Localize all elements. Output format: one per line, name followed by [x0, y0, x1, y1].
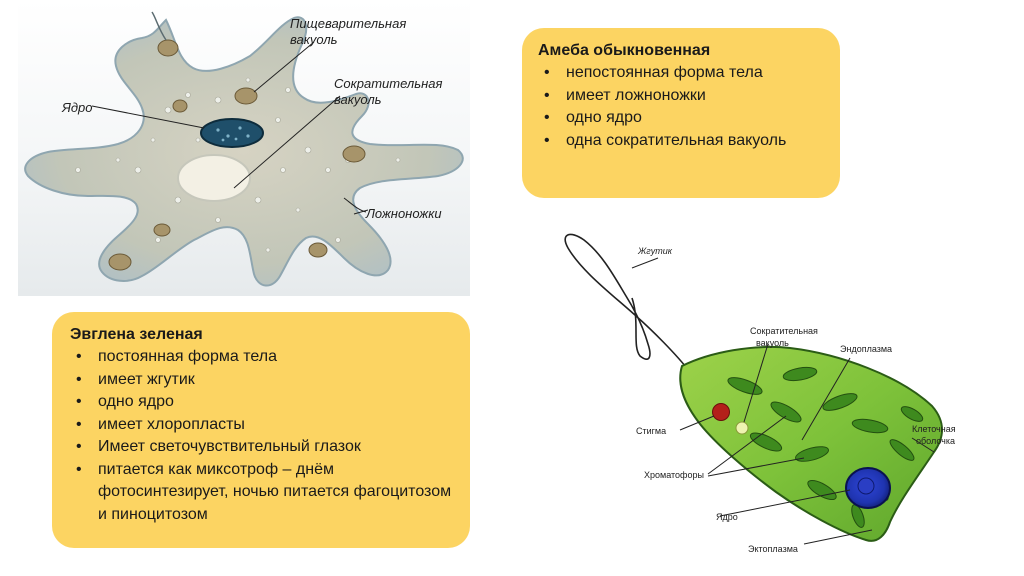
euglena-info-card: Эвглена зеленая постоянная форма тела им…: [52, 312, 470, 548]
label-euglena-contractile-vacuole: Сократительная вакуоль: [750, 326, 820, 348]
label-cell-membrane: Клеточная оболочка: [912, 424, 958, 446]
label-ectoplasm: Эктоплазма: [748, 544, 798, 554]
amoeba-body: [24, 16, 464, 287]
amoeba-food-vacuoles: [108, 39, 366, 271]
amoeba-nucleus-chromatin: [216, 126, 250, 142]
euglena-stigma: [712, 403, 730, 421]
list-item: постоянная форма тела: [70, 346, 454, 369]
label-stigma: Стигма: [636, 426, 666, 436]
euglena-flagellum: [564, 233, 691, 373]
amoeba-ingested-particle-tail: [151, 11, 167, 41]
amoeba-card-title: Амеба обыкновенная: [538, 42, 711, 59]
list-item: имеет жгутик: [70, 369, 454, 392]
label-amoeba-nucleus: Ядро: [61, 100, 93, 115]
list-item: одно ядро: [538, 107, 824, 130]
label-digestive-vacuole: Пищеварительная вакуоль: [290, 16, 410, 47]
euglena-leader-lines: [631, 257, 935, 545]
euglena-contractile-vacuole: [735, 421, 749, 435]
list-item: имеет хлоропласты: [70, 414, 454, 437]
amoeba-diagram: Пищеварительная вакуоль Ядро Сократитель…: [18, 0, 470, 296]
amoeba-granules: [75, 77, 401, 253]
amoeba-nucleus: [200, 118, 264, 148]
label-endoplasm: Эндоплазма: [840, 344, 892, 354]
list-item: одна сократительная вакуоль: [538, 130, 824, 153]
euglena-diagram: Жгутик Сократительная вакуоль Эндоплазма…: [564, 233, 958, 554]
label-pseudopods: Ложноножки: [365, 206, 442, 221]
euglena-card-list: постоянная форма тела имеет жгутик одно …: [70, 346, 454, 526]
list-item: Имеет светочувствительный глазок: [70, 436, 454, 459]
euglena-card-title: Эвглена зеленая: [70, 326, 203, 343]
label-euglena-nucleus: Ядро: [716, 512, 738, 522]
label-contractile-vacuole: Сократительная вакуоль: [334, 76, 446, 107]
list-item: имеет ложноножки: [538, 85, 824, 108]
label-flagellum: Жгутик: [637, 246, 673, 256]
euglena-nucleolus: [857, 477, 875, 495]
amoeba-leader-lines: [91, 41, 369, 215]
list-item: одно ядро: [70, 391, 454, 414]
list-item: питается как миксотроф – днём фотосинтез…: [70, 459, 454, 527]
amoeba-contractile-vacuole: [177, 154, 251, 202]
amoeba-card-list: непостоянная форма тела имеет ложноножки…: [538, 62, 824, 152]
list-item: непостоянная форма тела: [538, 62, 824, 85]
label-chromatophores: Хроматофоры: [644, 470, 704, 480]
amoeba-info-card: Амеба обыкновенная непостоянная форма те…: [522, 28, 840, 198]
euglena-chromatophores: [727, 366, 924, 528]
